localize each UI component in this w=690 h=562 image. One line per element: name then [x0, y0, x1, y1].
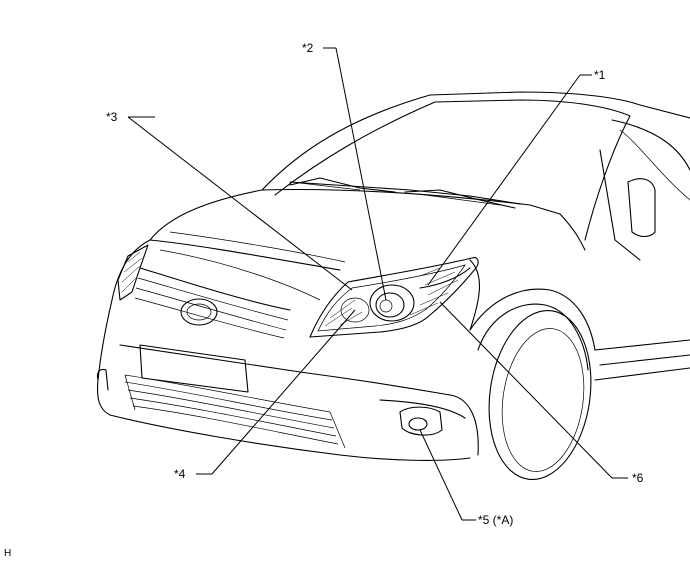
leader-line-3 — [127, 116, 353, 291]
leader-line-5 — [419, 429, 463, 521]
callout-label-6: *6 — [632, 471, 644, 485]
leader-line-6 — [439, 301, 613, 479]
callout-label-5: *5 (*A) — [478, 513, 513, 527]
headlamp-assembly — [309, 257, 479, 338]
callout-labels: *1 *2 *3 *4 *5 (*A) *6 H — [4, 41, 644, 559]
vehicle-illustration — [96, 91, 690, 481]
callout-label-2: *2 — [302, 41, 314, 55]
footer-code: H — [4, 548, 11, 559]
callout-label-1: *1 — [594, 68, 606, 82]
leader-line-2 — [335, 47, 387, 301]
callout-label-3: *3 — [106, 110, 118, 124]
leader-line-1 — [427, 74, 581, 286]
leader-lines — [127, 47, 628, 521]
leader-line-4 — [211, 309, 356, 475]
callout-label-4: *4 — [174, 467, 186, 481]
